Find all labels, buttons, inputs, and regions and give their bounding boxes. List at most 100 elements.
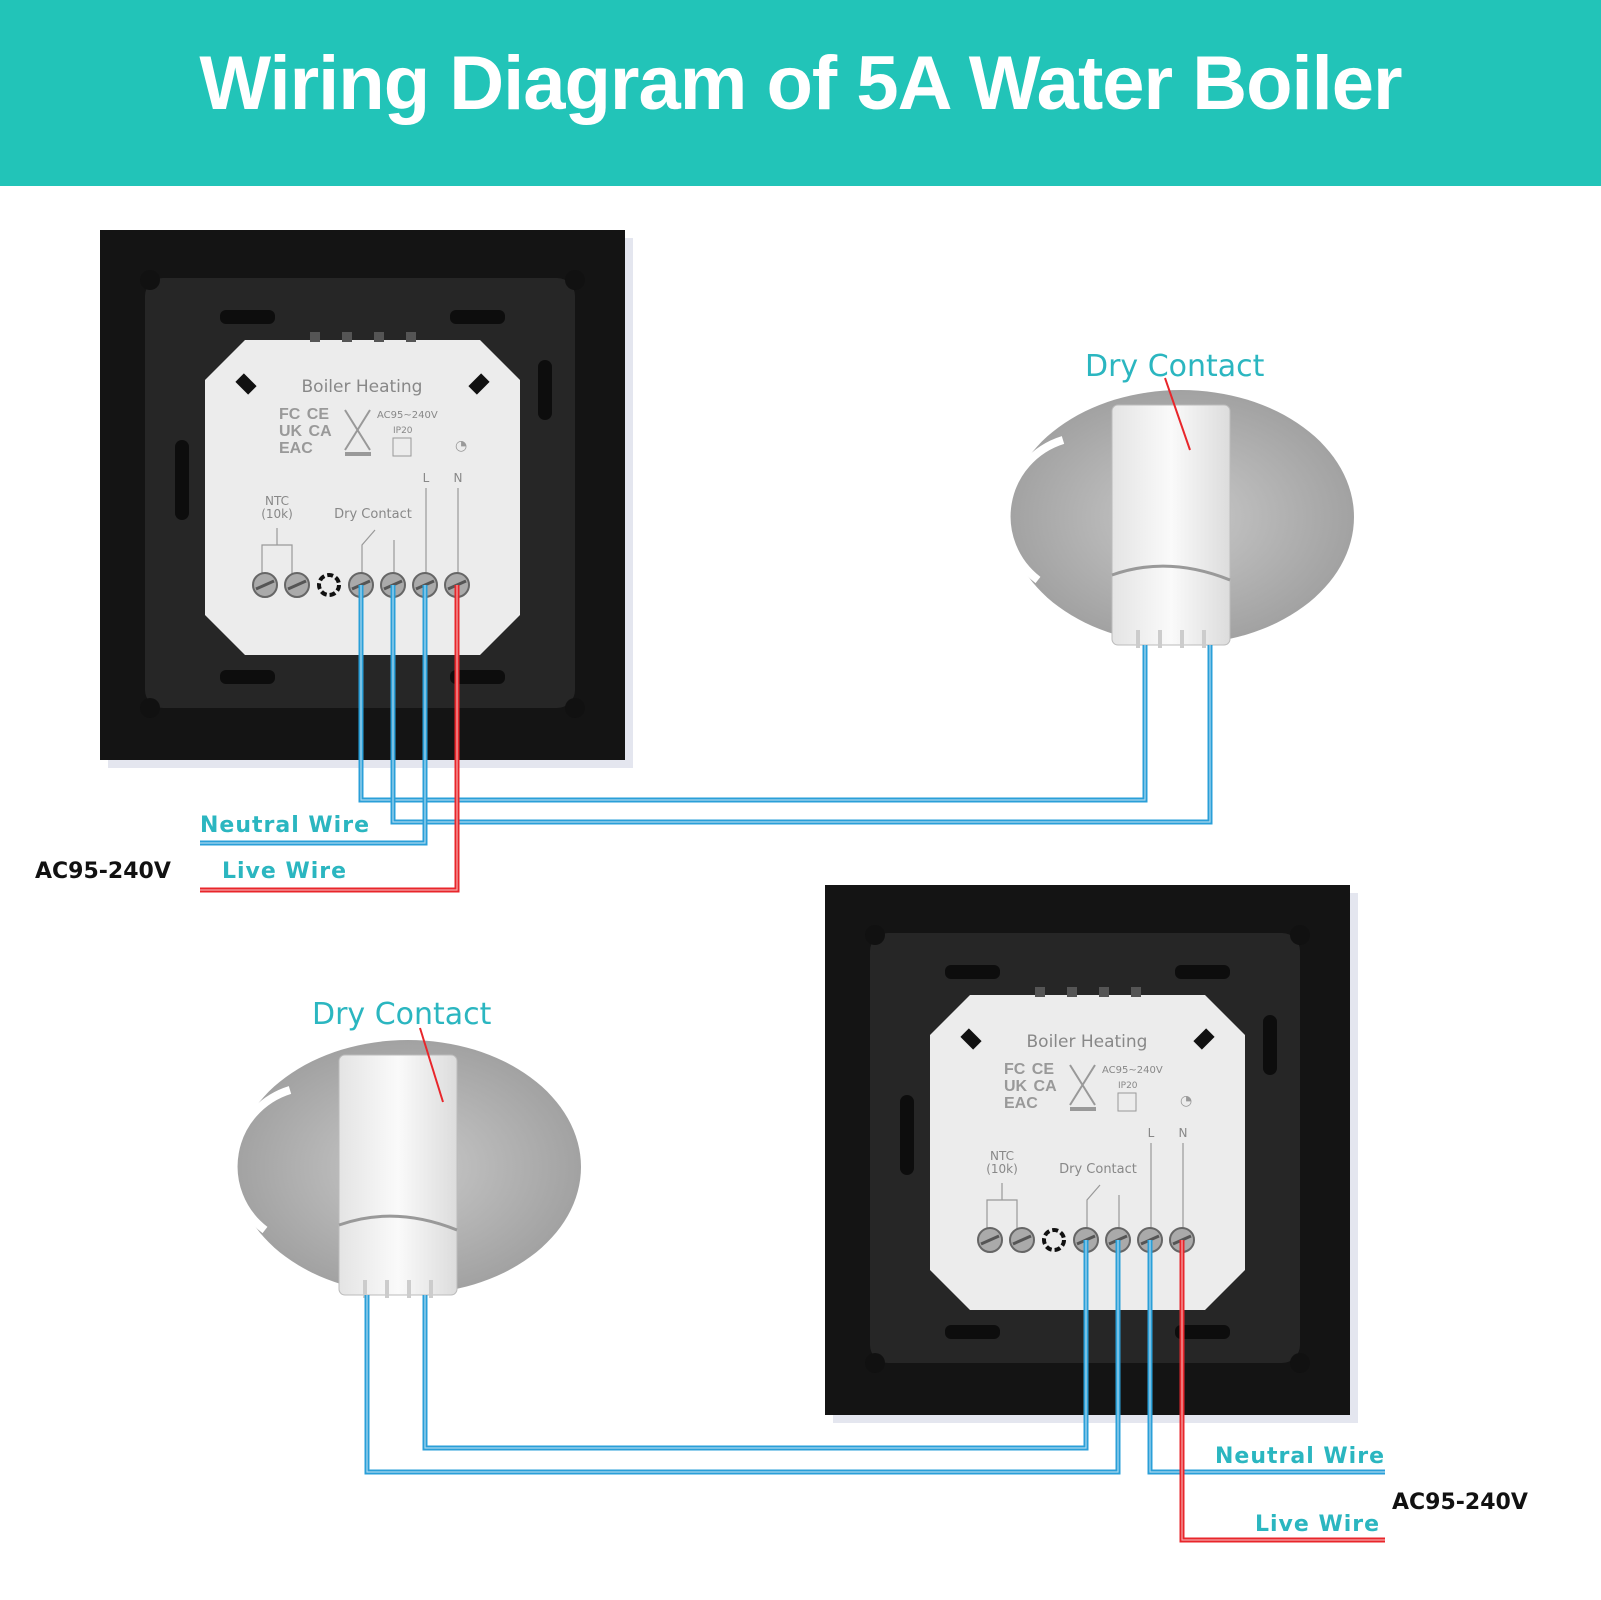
boiler-label-bottom: Dry Contact: [312, 997, 492, 1032]
boiler-label-top: Dry Contact: [1085, 349, 1265, 384]
frame-slot: [220, 310, 275, 324]
certification-marks: FC CE UK CA EAC: [279, 406, 332, 457]
boiler-bottom: [229, 1040, 581, 1298]
weee-bar: [345, 452, 371, 456]
module-ip: IP20: [1118, 1081, 1138, 1091]
ntc-value: (10k): [261, 507, 293, 521]
terminal-empty: [1042, 1228, 1066, 1252]
dry-contact-label: Dry Contact: [1059, 1162, 1137, 1177]
ntc-label: NTC: [265, 494, 289, 508]
weee-bar: [1070, 1107, 1096, 1111]
wifi-icon: ◔: [1180, 1093, 1192, 1109]
frame-slot: [1175, 1325, 1230, 1339]
boiler-unit: [1111, 404, 1231, 646]
supply-voltage-top: AC95-240V: [35, 859, 171, 884]
live-wire-label-bottom: Live Wire: [1255, 1512, 1380, 1537]
callout-line: [1164, 377, 1191, 451]
vent: [1067, 987, 1077, 997]
boiler-pipe: [1158, 630, 1162, 648]
vent: [374, 332, 384, 342]
frame-slot: [538, 360, 552, 420]
ip-box-icon: [1117, 1092, 1137, 1112]
boiler-pipe: [1180, 630, 1184, 648]
n-label: N: [454, 471, 463, 485]
screw-hole: [140, 698, 160, 718]
supply-voltage-bottom: AC95-240V: [1392, 1490, 1528, 1515]
l-label: L: [1148, 1126, 1155, 1140]
ntc-label: NTC: [990, 1149, 1014, 1163]
module-body: [930, 995, 1245, 1310]
live-wire-top-highlight: [200, 585, 458, 891]
certification-marks: FC CE UK CA EAC: [1004, 1061, 1057, 1112]
vent: [1099, 987, 1109, 997]
frame-slot: [175, 440, 189, 520]
latch: [468, 373, 490, 395]
neutral-wire-label-top: Neutral Wire: [200, 813, 370, 838]
screw-hole: [1290, 1353, 1310, 1373]
screw-hole: [565, 698, 585, 718]
screw-hole: [865, 1353, 885, 1373]
module-title: Boiler Heating: [302, 377, 423, 397]
module-body: [205, 340, 520, 655]
dry-contact-wire-2-bottom-highlight: [366, 1240, 1119, 1473]
terminal-schematic: [261, 488, 459, 575]
boiler-pipe: [363, 1280, 367, 1298]
n-label: N: [1179, 1126, 1188, 1140]
screw-hole: [1290, 925, 1310, 945]
header-banner: Wiring Diagram of 5A Water Boiler: [0, 0, 1601, 186]
weee-bin-icon: [344, 409, 371, 451]
neutral-wire-bottom-highlight: [1149, 1240, 1385, 1473]
boiler-pipe: [1202, 630, 1206, 648]
frame-slot: [1263, 1015, 1277, 1075]
terminal-empty: [317, 573, 341, 597]
vent: [310, 332, 320, 342]
boiler-top: [1002, 390, 1354, 648]
frame-slot: [945, 965, 1000, 979]
dry-contact-wire-2-top-highlight: [392, 585, 1211, 823]
vent: [1131, 987, 1141, 997]
page-title: Wiring Diagram of 5A Water Boiler: [199, 41, 1402, 126]
boiler-pipe: [1136, 630, 1140, 648]
ntc-value: (10k): [986, 1162, 1018, 1176]
boiler-trim: [1111, 564, 1231, 582]
neutral-wire-label-bottom: Neutral Wire: [1215, 1444, 1385, 1469]
dry-contact-wire-1-top-highlight: [360, 585, 1146, 801]
vent: [342, 332, 352, 342]
frame-slot: [1175, 965, 1230, 979]
l-label: L: [423, 471, 430, 485]
certification-text: FC CE UK CA EAC: [1004, 1061, 1057, 1112]
frame-slot: [450, 670, 505, 684]
boiler-trim: [338, 1214, 458, 1232]
frame-slot: [900, 1095, 914, 1175]
module-voltage: AC95~240V: [1102, 1065, 1163, 1076]
certification-text: FC CE UK CA EAC: [279, 406, 332, 457]
live-wire-label-top: Live Wire: [222, 859, 347, 884]
neutral-wire-top-highlight: [200, 585, 426, 844]
screw-slot: [255, 579, 275, 591]
screw-slot: [1012, 1234, 1032, 1246]
live-wire-bottom-highlight: [1181, 1240, 1385, 1541]
screw-hole: [565, 270, 585, 290]
boiler-pipe: [385, 1280, 389, 1298]
wall-arc: [229, 1086, 292, 1234]
frame-slot: [945, 1325, 1000, 1339]
wifi-icon: ◔: [455, 438, 467, 454]
latch: [235, 373, 257, 395]
ip-box-icon: [392, 437, 412, 457]
callout-line: [419, 1027, 444, 1103]
boiler-unit: [338, 1054, 458, 1296]
screw-hole: [140, 270, 160, 290]
boiler-pipe: [407, 1280, 411, 1298]
boiler-pipe: [429, 1280, 433, 1298]
weee-bin-icon: [1069, 1064, 1096, 1106]
screw-hole: [865, 925, 885, 945]
vent: [1035, 987, 1045, 997]
latch: [960, 1028, 982, 1050]
screw-slot: [980, 1234, 1000, 1246]
module-voltage: AC95~240V: [377, 410, 438, 421]
